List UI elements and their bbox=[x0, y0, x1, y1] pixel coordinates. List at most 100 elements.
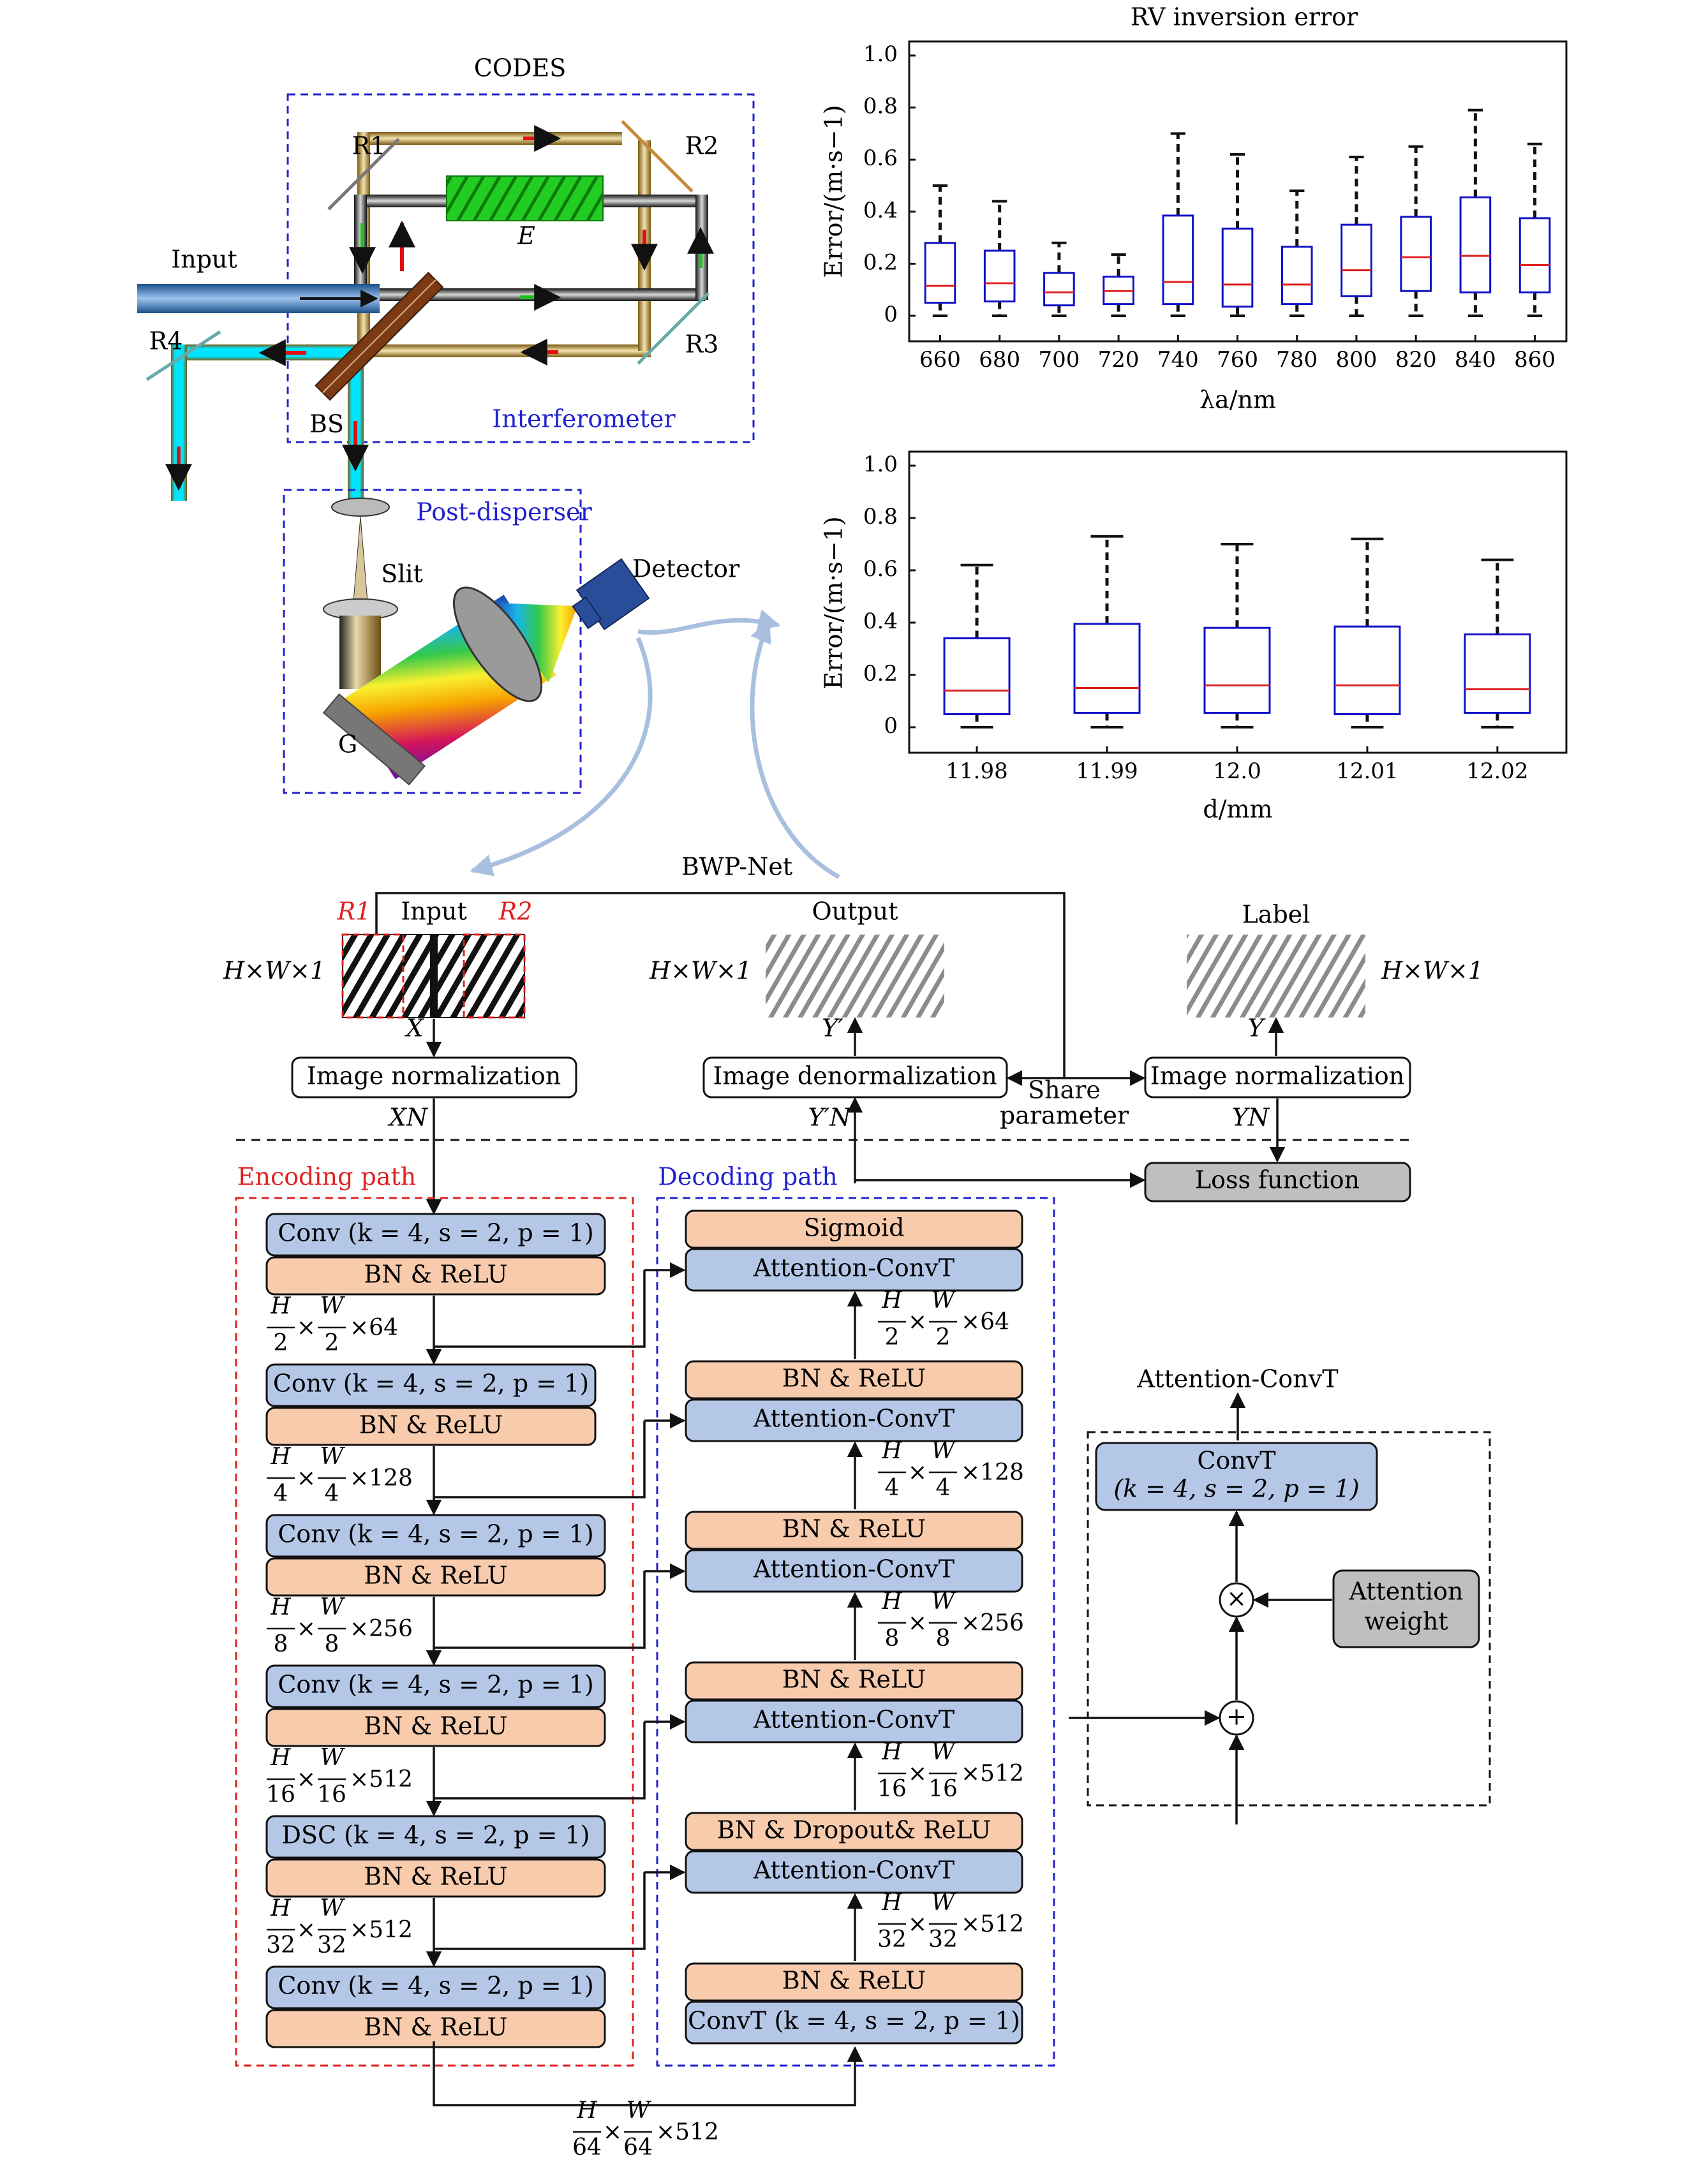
svg-text:64: 64 bbox=[572, 2134, 602, 2160]
chart1-ytick-label: 0.8 bbox=[863, 94, 898, 119]
chart1-xtick-label: 780 bbox=[1276, 347, 1318, 373]
svg-text:W: W bbox=[320, 1895, 345, 1921]
yprime-label: Y′ bbox=[822, 1014, 843, 1042]
output-dim: H×W×1 bbox=[649, 957, 752, 985]
encoder-op-label: Conv (k = 4, s = 2, p = 1) bbox=[278, 1520, 593, 1548]
chart1-title: RV inversion error bbox=[1131, 3, 1358, 31]
share-label: Share bbox=[1028, 1076, 1101, 1104]
beam-top-gold bbox=[370, 132, 622, 145]
grating bbox=[322, 693, 426, 786]
mirror-r3 bbox=[637, 292, 709, 365]
beam-bottom-gold bbox=[370, 344, 651, 357]
chart2-xtick-label: 12.01 bbox=[1336, 758, 1398, 784]
interferometer-frame bbox=[286, 93, 755, 443]
label-image bbox=[1187, 935, 1365, 1017]
svg-text:×128: ×128 bbox=[350, 1465, 413, 1491]
share-parameter-line bbox=[375, 892, 1066, 1078]
svg-text:×: × bbox=[908, 1610, 927, 1636]
svg-text:32: 32 bbox=[266, 1932, 295, 1958]
encoder-act-label: BN & ReLU bbox=[364, 1562, 507, 1590]
encoder-op-label: DSC (k = 4, s = 2, p = 1) bbox=[282, 1821, 590, 1849]
label-dim: H×W×1 bbox=[1381, 957, 1483, 985]
collimator bbox=[339, 616, 381, 689]
chart1-xtick-label: 680 bbox=[979, 347, 1020, 373]
label-label: Label bbox=[1242, 901, 1311, 929]
bs-label: BS bbox=[309, 410, 344, 438]
mirror-r4 bbox=[145, 330, 221, 381]
chart1-box bbox=[1400, 216, 1432, 292]
y-label: Y bbox=[1247, 1014, 1266, 1042]
chart2-ylabel: Error/(m·s−1) bbox=[820, 516, 848, 689]
image-normalization-input-label: Image normalization bbox=[307, 1062, 561, 1090]
svg-text:32: 32 bbox=[877, 1927, 907, 1953]
encoder-act-4 bbox=[265, 1708, 606, 1747]
svg-text:16: 16 bbox=[877, 1776, 907, 1802]
attention-convt bbox=[1095, 1442, 1378, 1511]
svg-text:×512: ×512 bbox=[656, 2119, 719, 2145]
chart1-box bbox=[983, 249, 1016, 303]
svg-text:W: W bbox=[320, 1444, 345, 1470]
decoding-path-label: Decoding path bbox=[658, 1163, 837, 1191]
svg-text:W: W bbox=[626, 2097, 651, 2124]
svg-text:×256: ×256 bbox=[350, 1616, 413, 1642]
link-arrow-detector-to-charts bbox=[637, 609, 781, 635]
encoder-op-label: Conv (k = 4, s = 2, p = 1) bbox=[278, 1972, 593, 2000]
loss-function bbox=[1144, 1162, 1411, 1202]
encoder-act-2 bbox=[265, 1407, 597, 1446]
chart2-box bbox=[943, 637, 1011, 715]
decoder-top-label: BN & Dropout& ReLU bbox=[717, 1816, 991, 1844]
optical-setup: CODES E Input BS R1 bbox=[137, 54, 840, 880]
etalon-label: E bbox=[517, 222, 535, 250]
decoder-bottom-label: Attention-ConvT bbox=[753, 1405, 954, 1433]
xn-label: XN bbox=[387, 1104, 429, 1132]
chart1-box bbox=[924, 242, 956, 304]
image-normalization-label-label: Image normalization bbox=[1150, 1062, 1405, 1090]
encoder-act-label: BN & ReLU bbox=[364, 1863, 507, 1891]
input-image-label: Input bbox=[401, 898, 467, 926]
svg-text:W: W bbox=[931, 1438, 956, 1464]
attention-weight-line2: weight bbox=[1364, 1608, 1448, 1636]
chart1-ytick-label: 0.6 bbox=[863, 145, 898, 171]
x-label: X bbox=[404, 1014, 424, 1042]
decoder-bottom-3 bbox=[685, 1549, 1023, 1593]
decoder-bottom-4 bbox=[685, 1699, 1023, 1743]
output-image bbox=[766, 935, 944, 1017]
chart2-ytick-label: 0.4 bbox=[863, 609, 898, 634]
decoder-bottom-label: Attention-ConvT bbox=[753, 1555, 954, 1583]
svg-text:8: 8 bbox=[936, 1625, 951, 1652]
etalon bbox=[446, 175, 604, 221]
attention-weight-line1: Attention bbox=[1348, 1578, 1463, 1606]
skip-connection-3 bbox=[434, 1571, 646, 1649]
svg-text:×128: ×128 bbox=[961, 1460, 1024, 1486]
image-denormalization-label: Image denormalization bbox=[713, 1062, 997, 1090]
r4-label: R4 bbox=[149, 327, 183, 355]
detector bbox=[572, 558, 650, 631]
svg-text:8: 8 bbox=[325, 1631, 339, 1657]
svg-text:×: × bbox=[297, 1616, 316, 1642]
encoder-op-4 bbox=[265, 1664, 606, 1708]
chart1-box bbox=[1162, 214, 1194, 306]
post-disperser-label: Post-disperser bbox=[416, 498, 592, 526]
r1-label: R1 bbox=[337, 898, 371, 926]
r3-label: R3 bbox=[685, 330, 719, 359]
encoder-act-label: BN & ReLU bbox=[364, 1712, 507, 1740]
svg-text:×: × bbox=[297, 1315, 316, 1341]
skip-connection-4 bbox=[434, 1722, 646, 1800]
chart2-xtick-label: 12.0 bbox=[1213, 758, 1261, 784]
attention-convt-line2: (k = 4, s = 2, p = 1) bbox=[1113, 1475, 1359, 1503]
chart2-xtick-label: 11.98 bbox=[946, 758, 1007, 784]
chart2-ytick-label: 0 bbox=[884, 713, 898, 739]
chart1-xtick-label: 760 bbox=[1217, 347, 1258, 373]
encoder-act-label: BN & ReLU bbox=[364, 1261, 507, 1289]
chart1-xtick-label: 820 bbox=[1395, 347, 1437, 373]
svg-text:8: 8 bbox=[885, 1625, 900, 1652]
chart2-box bbox=[1203, 626, 1271, 714]
chart1-ytick-label: 0.2 bbox=[863, 249, 898, 275]
